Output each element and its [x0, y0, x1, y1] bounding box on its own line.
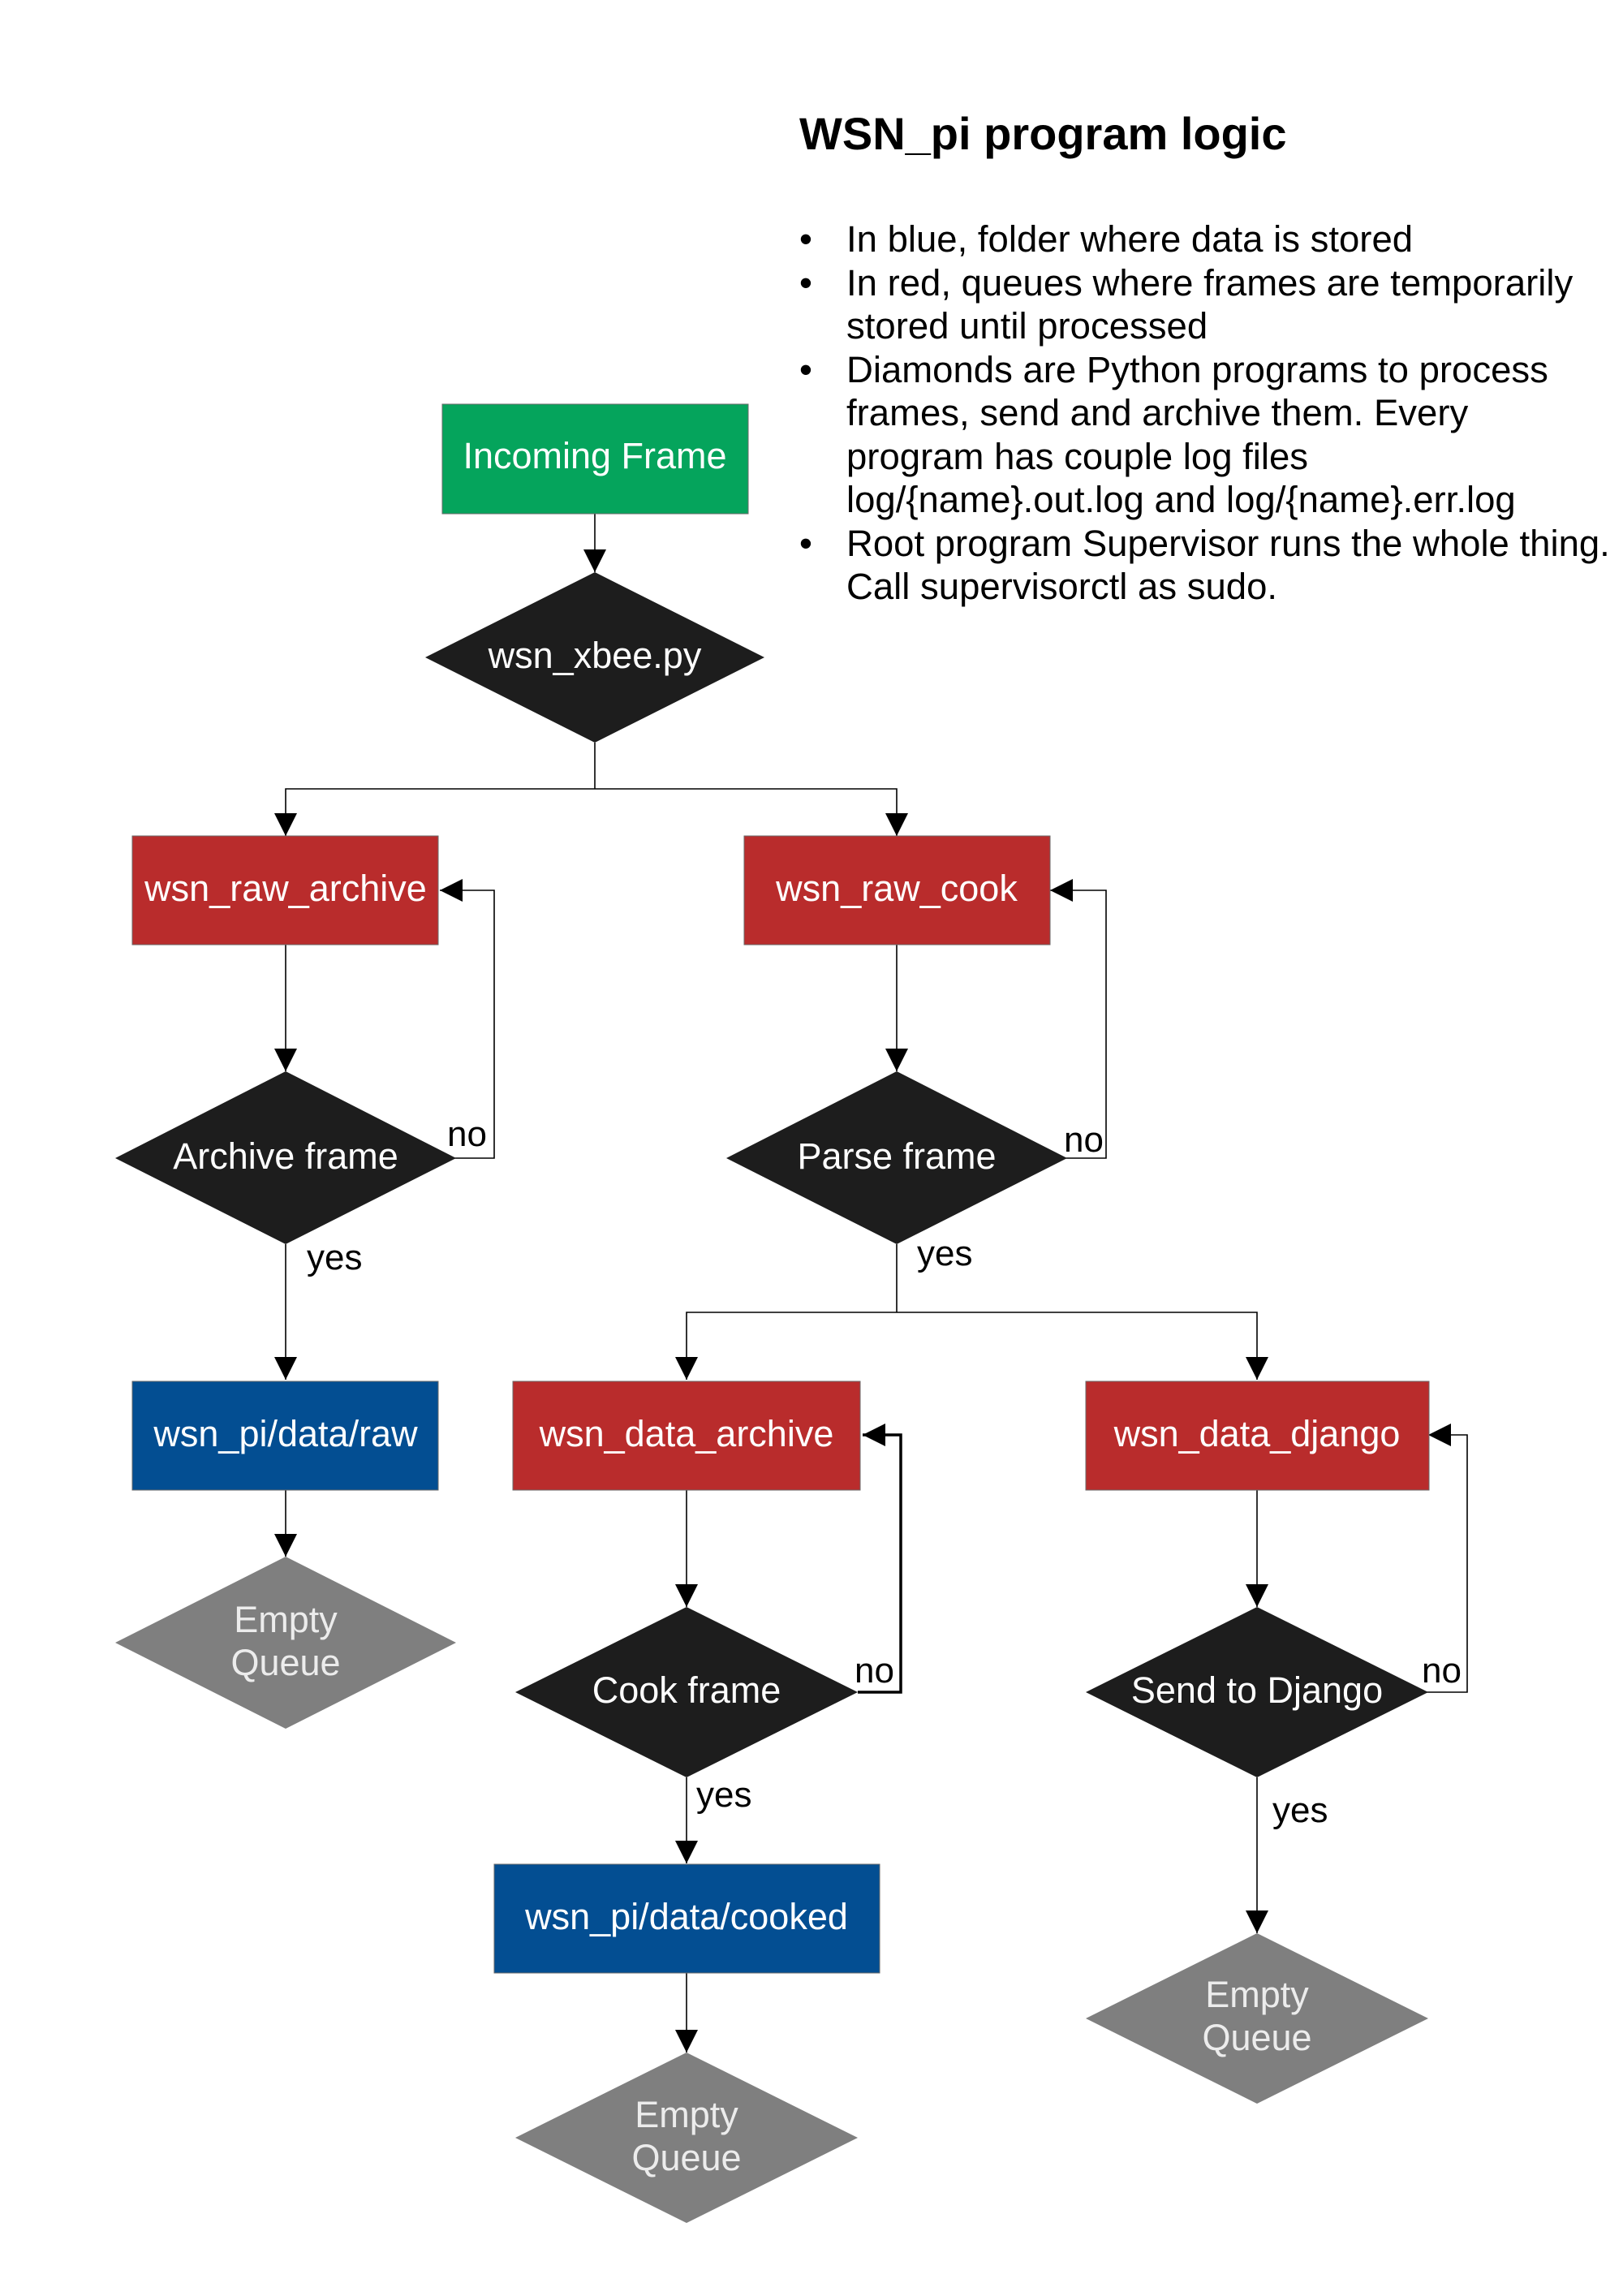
wsn-xbee-label: wsn_xbee.py: [488, 635, 702, 676]
wsn-data-archive-box: [512, 1381, 861, 1491]
wsn-raw-archive-box: [131, 835, 439, 946]
legend-list: In blue, folder where data is stored In …: [799, 218, 1611, 609]
parse-frame-no-label: no: [1064, 1120, 1104, 1160]
send-to-django-no-label: no: [1422, 1651, 1462, 1691]
wsn-raw-archive-label: wsn_raw_archive: [144, 868, 427, 909]
archive-frame-label: Archive frame: [173, 1135, 398, 1177]
edge-parse-to-data-django: [897, 1312, 1268, 1380]
send-to-django-diamond: [1086, 1607, 1428, 1777]
data-raw-box: [131, 1381, 439, 1491]
edge-xbee-to-raw-cook: [595, 788, 908, 836]
edge-archive-frame-no-loop: [440, 879, 495, 1159]
legend-item-diamonds: Diamonds are Python programs to process …: [799, 348, 1611, 522]
empty-queue-diamond-1: [115, 1557, 456, 1729]
cook-frame-yes-label: yes: [696, 1775, 751, 1815]
empty-queue-diamond-3: [1086, 1933, 1428, 2104]
wsn-data-django-box: [1085, 1381, 1430, 1491]
empty-queue-2-line-2: Queue: [631, 2137, 741, 2178]
edge-parse-frame-no-loop: [1050, 879, 1107, 1159]
edge-parse-to-data-archive: [675, 1312, 897, 1380]
empty-queue-1-line-2: Queue: [230, 1642, 340, 1683]
cook-frame-diamond: [515, 1607, 858, 1777]
empty-queue-diamond-2: [515, 2053, 858, 2223]
wsn-data-django-label: wsn_data_django: [1113, 1413, 1401, 1454]
empty-queue-1-line-1: Empty: [234, 1599, 338, 1640]
send-to-django-label: Send to Django: [1131, 1669, 1383, 1711]
edge-xbee-to-raw-archive: [274, 788, 595, 836]
diagram-title: WSN_pi program logic: [799, 108, 1287, 159]
cook-frame-no-label: no: [855, 1651, 894, 1691]
legend-item-red: In red, queues where frames are temporar…: [799, 261, 1611, 348]
wsn-raw-cook-label: wsn_raw_cook: [775, 868, 1018, 909]
data-raw-label: wsn_pi/data/raw: [153, 1413, 418, 1454]
edge-cook-frame-no-loop: [858, 1424, 902, 1694]
incoming-frame-box: [441, 403, 749, 515]
empty-queue-3-line-2: Queue: [1202, 2017, 1311, 2058]
incoming-frame-label: Incoming Frame: [463, 435, 726, 476]
cook-frame-label: Cook frame: [592, 1669, 781, 1711]
send-to-django-yes-label: yes: [1272, 1790, 1328, 1830]
wsn-data-archive-label: wsn_data_archive: [539, 1413, 834, 1454]
data-cooked-box: [493, 1863, 880, 1974]
parse-frame-yes-label: yes: [917, 1234, 972, 1273]
archive-frame-no-label: no: [447, 1114, 487, 1154]
empty-queue-2-line-1: Empty: [635, 2094, 738, 2135]
wsn-raw-cook-box: [743, 835, 1051, 946]
legend-item-blue: In blue, folder where data is stored: [799, 218, 1611, 261]
wsn-xbee-diamond: [425, 572, 764, 743]
edge-send-no-loop: [1427, 1424, 1468, 1693]
parse-frame-diamond: [726, 1071, 1067, 1244]
archive-frame-diamond: [115, 1071, 456, 1244]
legend-item-supervisor: Root program Supervisor runs the whole t…: [799, 522, 1611, 609]
archive-frame-yes-label: yes: [307, 1238, 362, 1277]
parse-frame-label: Parse frame: [797, 1135, 996, 1177]
empty-queue-3-line-1: Empty: [1205, 1974, 1309, 2015]
data-cooked-label: wsn_pi/data/cooked: [524, 1896, 848, 1937]
